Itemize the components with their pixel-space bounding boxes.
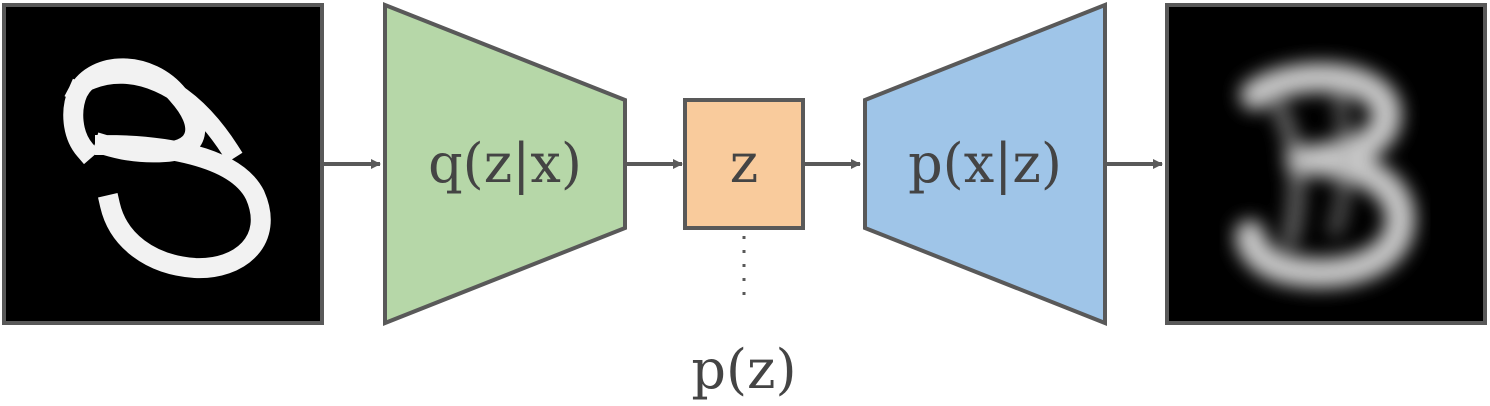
encoder-block: q(z|x) <box>383 2 627 326</box>
input-digit-three <box>63 58 271 279</box>
latent-shape <box>683 98 805 230</box>
output-image <box>1165 3 1487 325</box>
latent-block: z <box>683 98 805 230</box>
decoder-label: p(x|z) <box>908 132 1062 195</box>
input-image <box>2 3 324 325</box>
encoder-label: q(z|x) <box>428 132 582 195</box>
prior-label: p(z) <box>691 338 796 401</box>
encoder-shape <box>383 2 627 326</box>
decoder-block: p(x|z) <box>863 2 1107 326</box>
decoder-shape <box>863 2 1107 326</box>
output-blurry-digit-three <box>1235 62 1416 288</box>
latent-label: z <box>730 132 758 195</box>
